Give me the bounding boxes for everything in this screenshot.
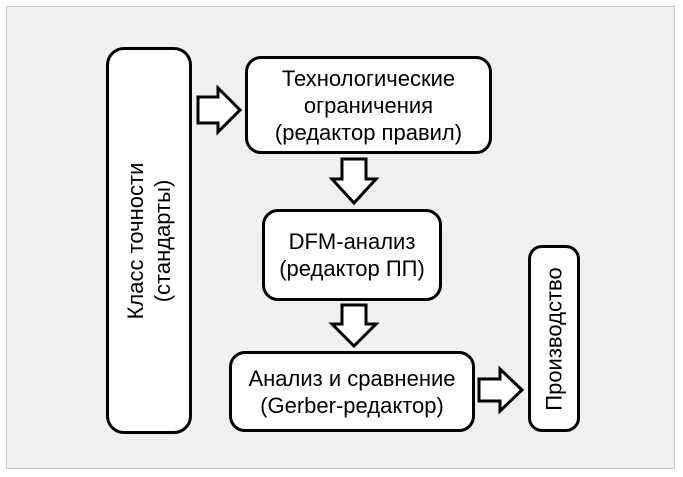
tech-constraints-line3: (редактор правил): [274, 119, 463, 145]
accuracy-class-node: Класс точности (стандарты): [106, 47, 192, 434]
arrow-down-to-dfm: [328, 157, 380, 206]
arrow-right-to-production: [477, 365, 525, 415]
analysis-comparison-label: Анализ и сравнение (Gerber-редактор): [248, 365, 455, 419]
dfm-analysis-label: DFM-анализ (редактор ПП): [279, 228, 425, 282]
tech-constraints-node: Технологические ограничения (редактор пр…: [245, 56, 492, 154]
dfm-analysis-line1: DFM-анализ: [288, 229, 416, 254]
dfm-analysis-node: DFM-анализ (редактор ПП): [262, 209, 442, 301]
dfm-analysis-line2: (редактор ПП): [279, 256, 425, 281]
tech-constraints-line1: Технологические: [281, 65, 456, 91]
analysis-comparison-node: Анализ и сравнение (Gerber-редактор): [229, 351, 475, 432]
analysis-comparison-line1: Анализ и сравнение: [248, 365, 456, 391]
production-node: Производство: [528, 245, 580, 432]
analysis-comparison-line2: (Gerber-редактор): [260, 392, 444, 418]
arrow-right-to-tech-constraints: [196, 84, 243, 136]
tech-constraints-label: Технологические ограничения (редактор пр…: [275, 65, 462, 146]
arrow-down-to-analysis: [328, 303, 380, 349]
tech-constraints-line2: ограничения: [303, 92, 434, 118]
